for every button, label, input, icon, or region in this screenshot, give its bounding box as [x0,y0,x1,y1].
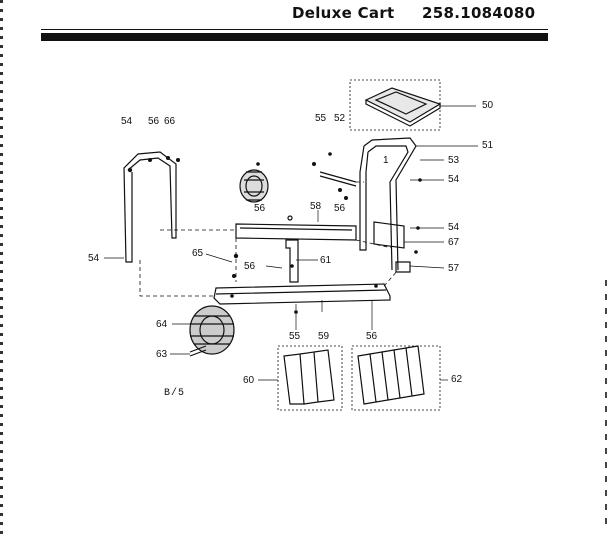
callout-66: 66 [164,116,176,127]
callout-57: 57 [448,263,460,274]
part-left-handle [123,151,177,263]
part-right-slats [351,345,441,411]
callout-56: 56 [244,261,256,272]
part-small-wheel [239,169,269,203]
callout-63: 63 [156,349,168,360]
callout-58: 58 [310,201,322,212]
callout-61: 61 [320,255,332,266]
callout-56: 56 [334,203,346,214]
callout-55: 55 [289,331,301,342]
part-right-handle [359,137,417,271]
callout-54: 54 [448,222,460,233]
callout-65: 65 [192,248,204,259]
page-code: B/5 [164,388,186,399]
fasteners [127,152,422,314]
callout-53: 53 [448,155,460,166]
callout-56: 56 [148,116,160,127]
assembly-lines [139,181,399,297]
callout-55: 55 [315,113,327,124]
part-side-shelf [349,79,442,131]
part-left-slats [277,345,343,411]
header-rule-thick [41,33,548,41]
part-center-bracket [285,239,299,283]
part-wheel [189,305,235,355]
leader-lines [104,105,478,381]
part-upper-bracket [235,215,357,241]
callout-1: 1 [383,155,389,166]
scan-edge-right [605,280,607,530]
scan-edge-left [0,0,3,538]
callout-60: 60 [243,375,255,386]
callout-54: 54 [448,174,460,185]
callout-54: 54 [121,116,133,127]
callout-67: 67 [448,237,460,248]
callout-50: 50 [482,100,494,111]
diagram-title: Deluxe Cart [292,4,395,22]
part-right-plate [373,221,405,249]
part-foot [395,261,411,273]
callout-64: 64 [156,319,168,330]
part-lower-frame [213,283,391,305]
part-axle-bolt [189,345,207,357]
callout-52: 52 [334,113,346,124]
callout-56: 56 [254,203,266,214]
callout-59: 59 [318,331,330,342]
header-rule-thin [41,29,548,30]
callout-51: 51 [482,140,494,151]
part-cross-rod [319,171,357,187]
callout-56: 56 [366,331,378,342]
model-number: 258.1084080 [422,4,536,22]
callout-62: 62 [451,374,463,385]
callout-54: 54 [88,253,100,264]
